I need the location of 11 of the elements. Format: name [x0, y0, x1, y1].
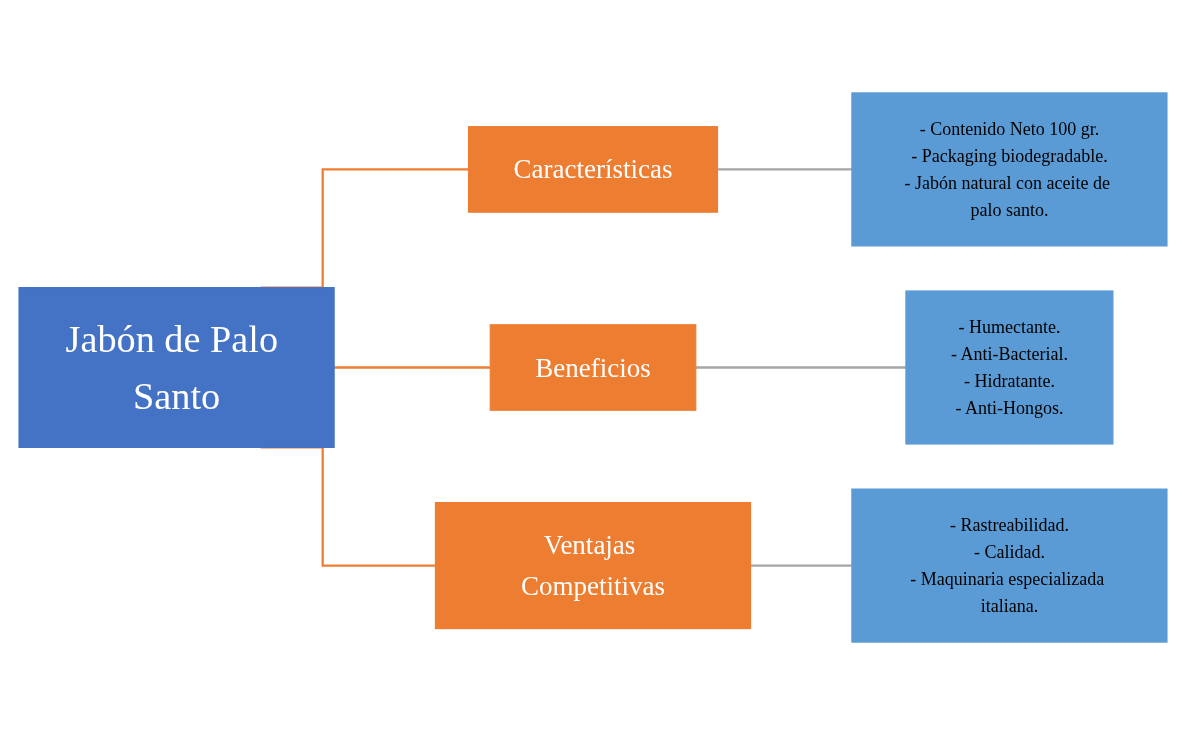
- connector: [750, 564, 852, 567]
- node-box: - Humectante. - Anti-Bacterial. - Hidratante. - Anti-Hongos.: [905, 290, 1114, 445]
- connector: [334, 366, 491, 369]
- node-box: Jabón de Palo Santo: [18, 287, 335, 448]
- node-box: Ventajas Competitivas: [434, 502, 752, 630]
- node-box: - Contenido Neto 100 gr. - Packaging biodegradable. - Jabón natural con aceite de palo santo.: [851, 92, 1168, 247]
- node-box: - Rastreabilidad. - Calidad. - Maquinaria especializada italiana.: [851, 488, 1168, 643]
- node-box: Beneficios: [489, 324, 697, 411]
- connector: [717, 168, 852, 171]
- node-box: Características: [467, 126, 719, 213]
- connector: [695, 366, 906, 369]
